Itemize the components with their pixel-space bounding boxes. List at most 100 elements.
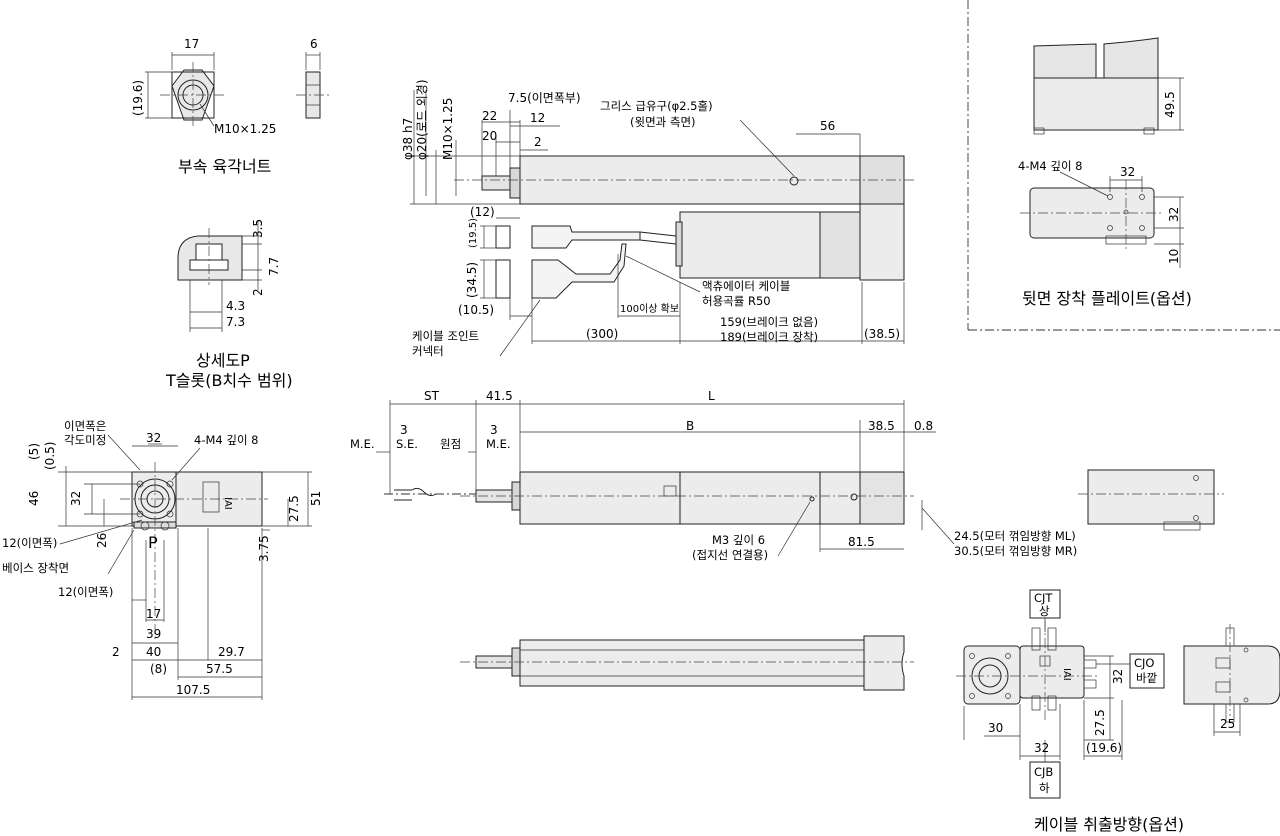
cjb-label: CJB: [1034, 765, 1053, 779]
detail-p-marker: P: [148, 533, 158, 552]
svg-text:IAI: IAI: [1061, 668, 1072, 681]
tslot-dim-7-3: 7.3: [226, 315, 245, 329]
cable-dim-19-6: (19.6): [1086, 741, 1122, 755]
front-dim-2: 2: [112, 645, 120, 659]
front-dim-46: 46: [27, 491, 41, 506]
front-dim-0-5: (0.5): [43, 442, 57, 470]
top-plan-view: [410, 90, 914, 357]
cjb-sub: 하: [1039, 781, 1050, 795]
detail-p-subcaption: T슬롯(B치수 범위): [165, 371, 293, 390]
rear-plate-caption: 뒷면 장착 플레이트(옵션): [1022, 289, 1192, 308]
top-bend-note: 100이상 확보: [620, 303, 679, 315]
nut-caption: 부속 육각너트: [178, 157, 271, 176]
top-length-brake: 189(브레이크 장착): [720, 330, 818, 344]
side-me-left: M.E.: [350, 437, 375, 451]
front-base-mount: 베이스 장착면: [2, 561, 69, 575]
front-dim-107-5: 107.5: [176, 683, 210, 697]
side-motor-mr: 30.5(모터 꺾임방향 MR): [954, 544, 1077, 558]
front-end-view: IAI: [58, 434, 312, 700]
svg-text:IAI: IAI: [222, 497, 233, 510]
rear-dim-10: 10: [1167, 249, 1181, 264]
cjt-label: CJT: [1034, 591, 1053, 605]
front-flat-12a: 12(이면폭): [2, 536, 57, 550]
top-joint-note1: 케이블 조인트: [412, 329, 479, 343]
front-note-line1: 이면폭은: [64, 419, 106, 433]
side-dim-3a: 3: [400, 423, 408, 437]
front-dim-32-v: 32: [69, 491, 83, 506]
front-dim-27-5: 27.5: [287, 495, 301, 522]
front-dim-32: 32: [146, 431, 161, 445]
cable-dim-32-h: 32: [1034, 741, 1049, 755]
cable-dim-32-v: 32: [1111, 669, 1125, 684]
front-dim-57-5: 57.5: [206, 662, 233, 676]
top-dim-20: 20: [482, 129, 497, 143]
top-dim-34-5: (34.5): [465, 262, 479, 298]
front-dim-8: (8): [150, 662, 167, 676]
top-dim-12: 12: [530, 111, 545, 125]
tslot-detail-view: [177, 220, 262, 332]
top-grease-note: 그리스 급유구(φ2.5홀): [600, 99, 713, 113]
side-motor-ml: 24.5(모터 꺾임방향 ML): [954, 529, 1076, 543]
side-dim-81-5: 81.5: [848, 535, 875, 549]
front-dim-29-7: 29.7: [218, 645, 245, 659]
rear-dim-32-v: 32: [1167, 207, 1181, 222]
detail-p-caption: 상세도P: [196, 351, 250, 370]
side-dim-38-5: 38.5: [868, 419, 895, 433]
side-m3-note: M3 깊이 6: [712, 533, 765, 547]
front-dim-26: 26: [95, 533, 109, 548]
nut-thread-label: M10×1.25: [214, 122, 276, 136]
top-joint-note2: 커넥터: [412, 344, 444, 358]
top-rod-diameter: φ38 h7: [401, 118, 415, 160]
top-dim-300: (300): [586, 327, 618, 341]
cable-exit-view: IAI: [956, 589, 1280, 799]
top-dim-12-paren: (12): [470, 205, 495, 219]
tslot-dim-4-3: 4.3: [226, 299, 245, 313]
top-length-no-brake: 159(브레이크 없음): [720, 315, 818, 329]
nut-thickness-dim: 6: [310, 37, 318, 51]
front-dim-5: (5): [27, 443, 41, 460]
tslot-dim-2: 2: [251, 288, 265, 296]
side-dim-41-5: 41.5: [486, 389, 513, 403]
bottom-view: [460, 635, 914, 691]
side-dim-0-8: 0.8: [914, 419, 933, 433]
cjo-label: CJO: [1134, 656, 1154, 670]
cable-dim-25: 25: [1220, 717, 1235, 731]
front-dim-3-75: 3.75: [257, 535, 271, 562]
top-cable-note2: 허용곡률 R50: [702, 294, 771, 308]
side-se: S.E.: [396, 437, 418, 451]
top-rod-outer: φ20(로드 외경): [415, 79, 429, 160]
side-dim-3b: 3: [490, 423, 498, 437]
top-dim-7-5: 7.5(이면폭부): [508, 91, 581, 105]
rear-dim-49-5: 49.5: [1163, 91, 1177, 118]
side-stroke: ST: [424, 389, 440, 403]
top-thread: M10×1.25: [441, 98, 455, 160]
rear-dim-32-h: 32: [1120, 165, 1135, 179]
top-dim-2: 2: [534, 135, 542, 149]
rear-tap-note: 4-M4 깊이 8: [1018, 159, 1083, 173]
front-flat-12b: 12(이면폭): [58, 585, 113, 599]
side-elevation-view: [376, 400, 955, 557]
top-dim-22: 22: [482, 109, 497, 123]
front-dim-17: 17: [146, 607, 161, 621]
tslot-dim-7-7: 7.7: [267, 257, 281, 276]
side-origin: 원점: [440, 437, 461, 451]
top-dim-38-5: (38.5): [864, 327, 900, 341]
cable-exit-caption: 케이블 취출방향(옵션): [1034, 815, 1184, 834]
cable-dim-27-5: 27.5: [1093, 709, 1107, 736]
side-length-l: L: [708, 389, 715, 403]
front-tap-note: 4-M4 깊이 8: [194, 433, 259, 447]
front-dim-40: 40: [146, 645, 161, 659]
side-end-view: [1078, 469, 1224, 531]
top-dim-19-5: (19.5): [468, 218, 479, 248]
cjt-sub: 상: [1039, 604, 1050, 618]
front-dim-39: 39: [146, 627, 161, 641]
front-note-line2: 각도미정: [64, 433, 106, 447]
cjo-sub: 바깥: [1136, 671, 1158, 685]
top-cable-note1: 액츄에이터 케이블: [702, 279, 790, 293]
front-dim-51: 51: [309, 491, 323, 506]
rear-plate-view: [967, 0, 1280, 331]
nut-height-dim: (19.6): [131, 80, 145, 116]
cable-dim-30: 30: [988, 721, 1003, 735]
top-grease-sub: (윗면과 측면): [630, 115, 696, 129]
